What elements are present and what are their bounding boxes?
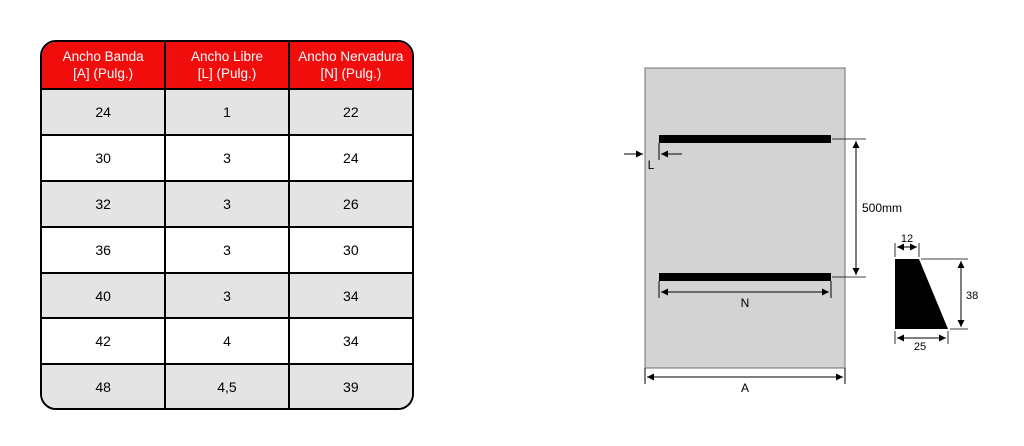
label-spacing: 500mm	[862, 201, 902, 215]
spec-table: Ancho Banda [A] (Pulg.) Ancho Libre [L] …	[42, 42, 412, 408]
table-row: 32 3 26	[42, 179, 412, 228]
cleat-profile-shape	[895, 259, 948, 329]
cell-ancho-nervadura: 39	[287, 363, 412, 408]
cell-ancho-banda: 48	[42, 363, 167, 408]
cleat-bottom	[659, 273, 831, 281]
cell-ancho-banda: 30	[42, 133, 167, 182]
cleat-profile: 12 38 25	[894, 233, 978, 353]
cell-ancho-libre: 1	[164, 88, 290, 136]
header-ancho-nervadura: Ancho Nervadura [N] (Pulg.)	[287, 42, 412, 90]
cell-ancho-banda: 32	[42, 179, 167, 228]
cell-ancho-nervadura: 22	[287, 88, 412, 136]
cell-ancho-libre: 3	[164, 179, 290, 228]
table-row: 48 4,5 39	[42, 363, 412, 408]
dimension-l: L	[624, 143, 682, 172]
table-row: 42 4 34	[42, 317, 412, 366]
belt-width-table: Ancho Banda [A] (Pulg.) Ancho Libre [L] …	[40, 40, 414, 410]
cell-ancho-nervadura: 34	[287, 317, 412, 366]
label-a: A	[741, 381, 749, 395]
cell-ancho-banda: 24	[42, 88, 167, 136]
label-n: N	[741, 296, 750, 310]
cell-ancho-nervadura: 30	[287, 225, 412, 274]
cleat-top	[659, 135, 831, 143]
label-l: L	[648, 158, 655, 172]
dimension-a: A	[644, 368, 846, 395]
cell-ancho-nervadura: 34	[287, 271, 412, 320]
cell-ancho-banda: 42	[42, 317, 167, 366]
cell-ancho-libre: 3	[164, 225, 290, 274]
cell-ancho-banda: 40	[42, 271, 167, 320]
cell-ancho-libre: 4	[164, 317, 290, 366]
label-profile-top: 12	[901, 233, 913, 245]
label-profile-bottom: 25	[914, 341, 926, 353]
header-ancho-banda: Ancho Banda [A] (Pulg.)	[42, 42, 167, 90]
table-row: 24 1 22	[42, 88, 412, 136]
table-row: 40 3 34	[42, 271, 412, 320]
dimension-spacing: 500mm	[832, 138, 902, 278]
dimension-n: N	[658, 281, 832, 310]
cell-ancho-libre: 4,5	[164, 363, 290, 408]
belt-body	[644, 67, 846, 369]
cell-ancho-nervadura: 24	[287, 133, 412, 182]
cell-ancho-libre: 3	[164, 271, 290, 320]
table-row: 36 3 30	[42, 225, 412, 274]
label-profile-height: 38	[966, 290, 978, 302]
cell-ancho-nervadura: 26	[287, 179, 412, 228]
cell-ancho-libre: 3	[164, 133, 290, 182]
header-ancho-libre: Ancho Libre [L] (Pulg.)	[164, 42, 290, 90]
table-header-row: Ancho Banda [A] (Pulg.) Ancho Libre [L] …	[42, 42, 412, 90]
cell-ancho-banda: 36	[42, 225, 167, 274]
table-row: 30 3 24	[42, 133, 412, 182]
